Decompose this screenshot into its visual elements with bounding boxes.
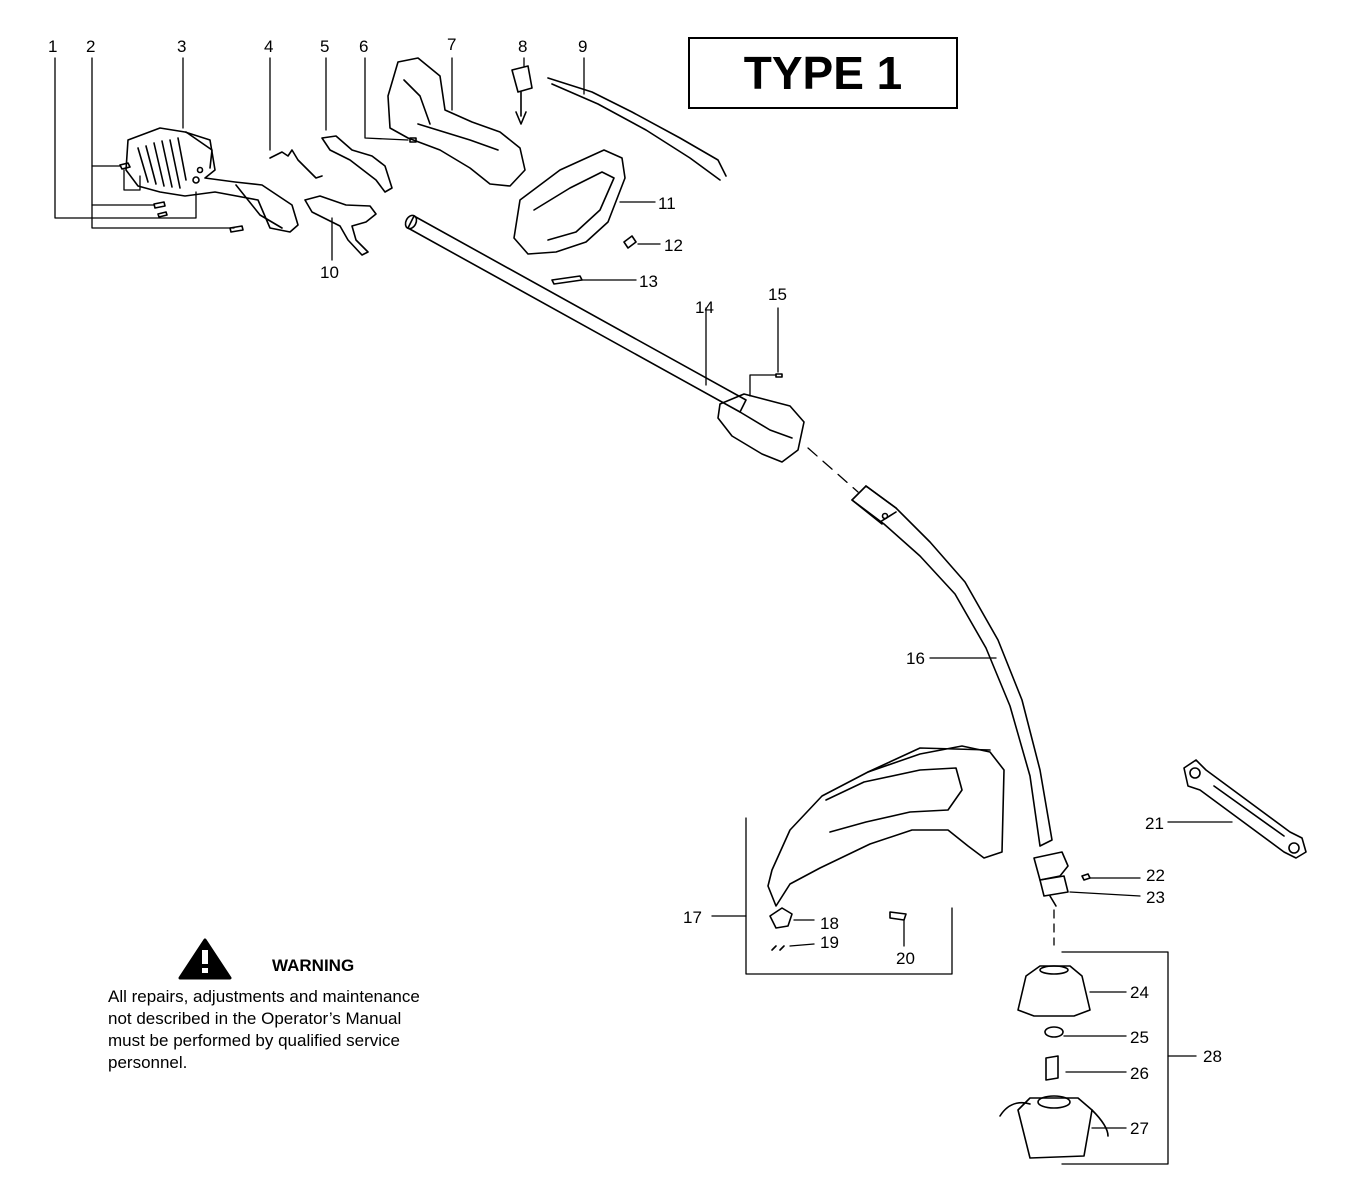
shield-part	[711, 745, 1005, 975]
trigger-part	[304, 195, 377, 261]
warning-line: personnel.	[108, 1053, 188, 1072]
callout-20: 20	[896, 949, 915, 968]
callout-8: 8	[518, 37, 528, 56]
trimmer-head-part	[999, 951, 1197, 1165]
type-badge: TYPE 1	[688, 37, 958, 109]
warning-line: All repairs, adjustments and maintenance	[108, 987, 420, 1006]
callout-13: 13	[639, 272, 658, 291]
callout-6: 6	[359, 37, 369, 56]
callout-26: 26	[1130, 1064, 1149, 1083]
callout-5: 5	[320, 37, 330, 56]
callout-1: 1	[48, 37, 58, 56]
screws-part	[119, 162, 244, 233]
warning-line: not described in the Operator’s Manual	[108, 1009, 402, 1028]
lower-shaft-part	[851, 485, 1053, 847]
callout-11: 11	[658, 194, 676, 213]
callout-23: 23	[1146, 888, 1165, 907]
upper-shaft-part	[404, 214, 805, 463]
bolt-13-part	[551, 275, 637, 285]
callout-9: 9	[578, 37, 588, 56]
warning-text: All repairs, adjustments and maintenance…	[108, 986, 463, 1074]
shield-fasteners-part	[769, 907, 907, 951]
engine-housing-part	[125, 127, 299, 233]
warning-icon	[178, 938, 232, 980]
callout-27: 27	[1130, 1119, 1149, 1138]
switch-part	[511, 57, 533, 125]
callout-21: 21	[1145, 814, 1164, 833]
handle-cover-part	[513, 149, 656, 255]
callout-2: 2	[86, 37, 96, 56]
screw-12-part	[623, 235, 661, 249]
warning-line: must be performed by qualified service	[108, 1031, 400, 1050]
callout-14: 14	[695, 298, 714, 317]
warning-title: WARNING	[272, 956, 355, 975]
callout-3: 3	[177, 37, 187, 56]
callout-17: 17	[683, 908, 702, 927]
callout-10: 10	[320, 263, 339, 282]
callout-22: 22	[1146, 866, 1165, 885]
callout-19: 19	[820, 933, 839, 952]
callout-28: 28	[1203, 1047, 1222, 1066]
spring-part	[269, 57, 323, 179]
wrench-part	[1167, 759, 1307, 859]
callout-16: 16	[906, 649, 925, 668]
callout-4: 4	[264, 37, 274, 56]
callout-25: 25	[1130, 1028, 1149, 1047]
callout-7: 7	[447, 35, 457, 54]
lockout-part	[321, 57, 393, 193]
callout-18: 18	[820, 914, 839, 933]
callout-12: 12	[664, 236, 683, 255]
handle-part	[364, 57, 526, 187]
callout-15: 15	[768, 285, 787, 304]
gear-head-part	[1033, 851, 1141, 907]
callout-24: 24	[1130, 983, 1149, 1002]
cable-part	[547, 57, 727, 181]
